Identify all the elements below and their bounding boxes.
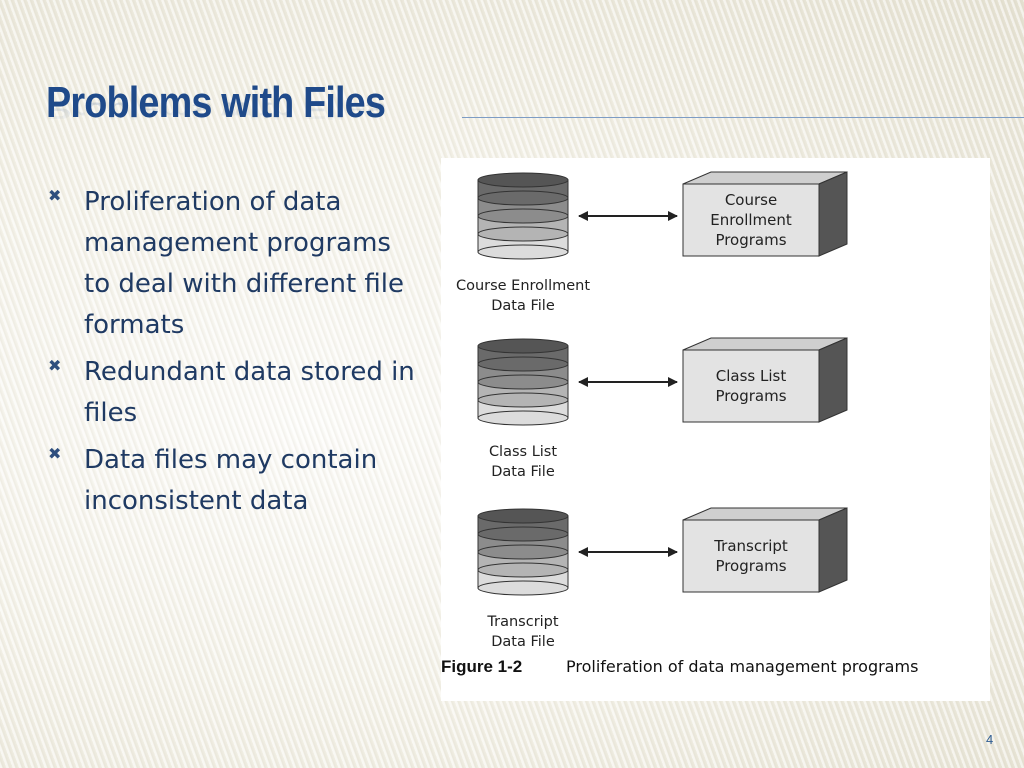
data-file-label: Data File [491,634,555,650]
program-label: Class List [716,367,787,385]
figure-caption-label: Figure 1-2 [441,657,522,676]
program-box [682,507,848,593]
bullet-list: ✖ Proliferation of data management progr… [48,182,418,528]
x-mark-icon: ✖ [48,356,62,375]
x-mark-icon: ✖ [48,186,62,205]
database-icon [477,338,569,426]
data-file-label: Data File [491,464,555,480]
page-number: 4 [986,732,994,747]
program-label: Programs [715,387,786,405]
program-label: Transcript [713,537,788,555]
title-rule [462,117,1024,118]
program-label: Enrollment [710,211,792,229]
x-mark-icon: ✖ [48,444,62,463]
data-file-label: Transcript [486,614,558,630]
slide-title: Problems with Files [46,78,386,127]
bullet-item: ✖ Redundant data stored in files [48,352,418,434]
slide-title-reflection: Problems with Files [46,97,386,124]
figure-caption-text: Proliferation of data management program… [566,657,918,676]
database-icon [477,172,569,260]
program-label: Course [725,191,777,209]
bullet-text: Redundant data stored in files [84,357,415,428]
bullet-text: Proliferation of data management program… [84,187,404,340]
data-file-label: Course Enrollment [456,278,590,294]
program-box [682,337,848,423]
program-label: Programs [715,231,786,249]
bullet-item: ✖ Proliferation of data management progr… [48,182,418,346]
data-file-label: Class List [489,444,557,460]
data-file-label: Data File [491,298,555,314]
bullet-text: Data files may contain inconsistent data [84,445,378,516]
database-icon [477,508,569,596]
program-label: Programs [715,557,786,575]
bullet-item: ✖ Data files may contain inconsistent da… [48,440,418,522]
program-box [682,171,848,257]
